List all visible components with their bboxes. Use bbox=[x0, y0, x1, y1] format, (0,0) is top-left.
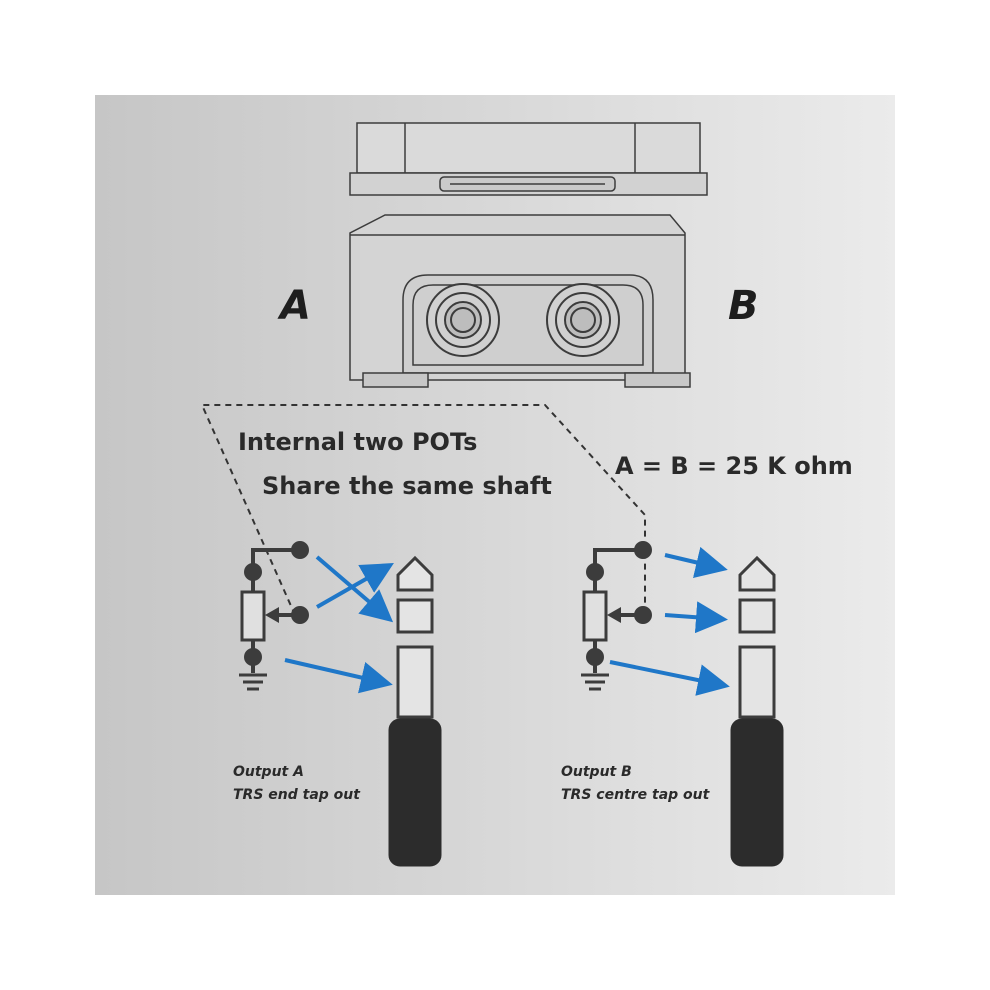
wiring-diagram bbox=[200, 122, 784, 867]
pots-title-line2: Share the same shaft bbox=[262, 472, 552, 500]
output-a-title: Output A bbox=[233, 764, 304, 780]
jack-socket-icon bbox=[426, 283, 500, 357]
potentiometer-icon bbox=[240, 541, 309, 673]
side-b-label: B bbox=[728, 283, 759, 329]
ground-icon bbox=[581, 673, 609, 691]
output-b-desc: TRS centre tap out bbox=[561, 787, 710, 803]
resistance-label: A = B = 25 K ohm bbox=[615, 452, 853, 480]
output-b-title: Output B bbox=[561, 764, 632, 780]
trs-plug-icon bbox=[730, 555, 784, 867]
side-a-label: A bbox=[280, 283, 311, 329]
trs-plug-icon bbox=[388, 555, 442, 867]
potentiometer-icon bbox=[582, 541, 652, 673]
pots-title-line1: Internal two POTs bbox=[238, 428, 478, 456]
output-b-caption: Output B TRS centre tap out bbox=[561, 761, 709, 807]
arrow-icon bbox=[284, 546, 730, 696]
pedal-housing-icon bbox=[349, 122, 708, 388]
callout-outline bbox=[200, 404, 646, 616]
ground-icon bbox=[239, 673, 267, 691]
output-a-desc: TRS end tap out bbox=[233, 787, 360, 803]
jack-socket-icon bbox=[546, 283, 620, 357]
diagram-panel: A B Internal two POTs Share the same sha… bbox=[95, 95, 895, 895]
output-a-caption: Output A TRS end tap out bbox=[233, 761, 360, 807]
